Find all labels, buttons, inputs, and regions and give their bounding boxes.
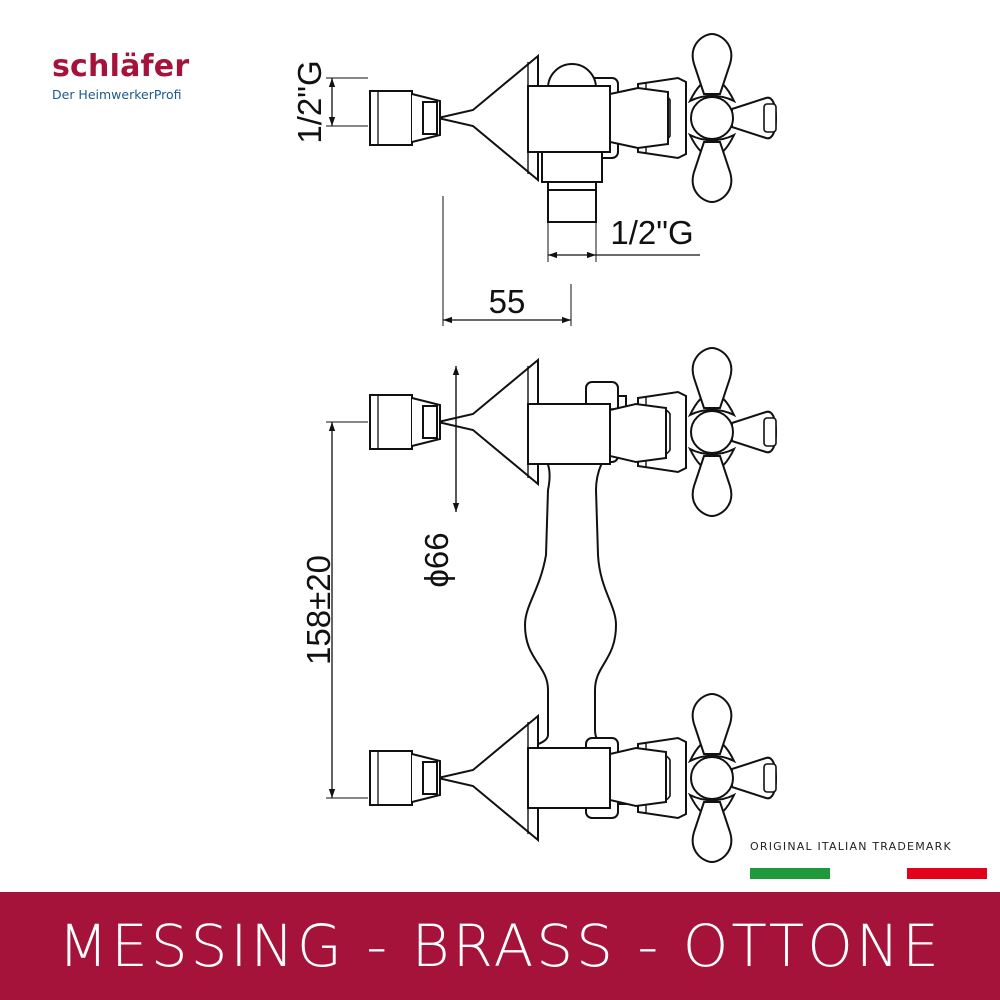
front-view: 158±20 ϕ66 <box>300 347 777 863</box>
label-outlet-thread: 1/2"G <box>610 214 693 251</box>
dimension-lines-top <box>326 77 700 326</box>
brand-logo: schläfer Der HeimwerkerProfi <box>52 50 189 103</box>
valve-body-top <box>527 63 669 223</box>
italian-trademark: ORIGINAL ITALIAN TRADEMARK <box>750 840 987 879</box>
connecting-pipe <box>523 447 618 749</box>
material-banner: MESSING - BRASS - OTTONE <box>0 892 1000 1000</box>
label-rosette-diameter: ϕ66 <box>418 532 455 587</box>
label-projection: 55 <box>489 283 526 320</box>
brand-name: schläfer <box>52 49 190 84</box>
banner-text: MESSING - BRASS - OTTONE <box>58 912 942 980</box>
brand-tagline: Der HeimwerkerProfi <box>52 87 182 102</box>
valve-body-upper <box>527 402 667 465</box>
valve-body-lower <box>527 746 667 809</box>
label-inlet-thread: 1/2"G <box>291 60 328 143</box>
technical-drawing: 1/2"G 1/2"G 55 <box>291 33 777 863</box>
dimension-lines-front <box>326 421 368 799</box>
trademark-text: ORIGINAL ITALIAN TRADEMARK <box>750 840 952 853</box>
label-inlet-spacing: 158±20 <box>300 555 337 665</box>
top-view: 1/2"G 1/2"G 55 <box>291 33 777 326</box>
flag-green-bar <box>750 868 830 879</box>
flag-red-bar <box>907 868 987 879</box>
inlet-fitting-upper <box>369 359 627 512</box>
